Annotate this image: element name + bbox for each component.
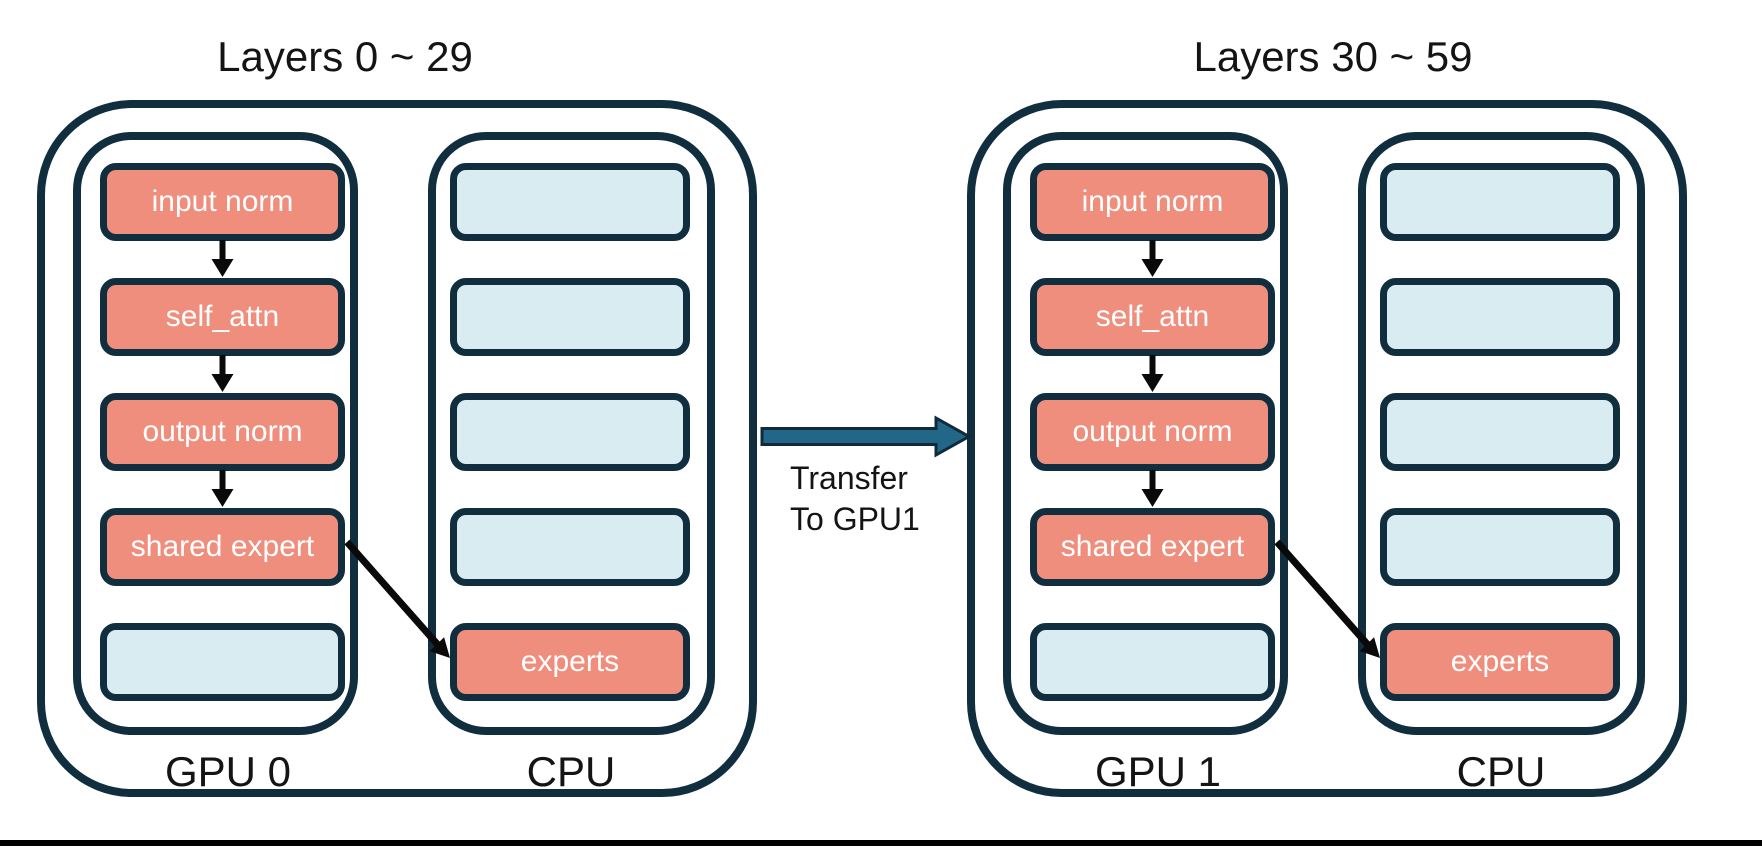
cpu-right-box-empty-3 bbox=[1380, 393, 1620, 471]
transfer-label: Transfer To GPU1 bbox=[790, 460, 920, 537]
cpu-label-right: CPU bbox=[1456, 748, 1546, 795]
gpu0-box-input-norm: input norm bbox=[100, 163, 345, 241]
transfer-arrow bbox=[760, 415, 973, 458]
gpu1-box-shared-expert: shared expert bbox=[1030, 508, 1275, 586]
group-title-right: Layers 30 ~ 59 bbox=[1193, 33, 1473, 80]
cpu-label-left: CPU bbox=[526, 748, 616, 795]
cpu-left-box-empty-1 bbox=[450, 163, 690, 241]
cpu-left-box-empty-4 bbox=[450, 508, 690, 586]
cpu-right-box-experts: experts bbox=[1380, 623, 1620, 701]
cpu-left-box-empty-3 bbox=[450, 393, 690, 471]
gpu0-box-self-attn: self_attn bbox=[100, 278, 345, 356]
cpu-right-box-empty-1 bbox=[1380, 163, 1620, 241]
group-title-left: Layers 0 ~ 29 bbox=[217, 33, 473, 80]
cpu-left-box-experts: experts bbox=[450, 623, 690, 701]
gpu1-box-empty bbox=[1030, 623, 1275, 701]
gpu0-box-output-norm: output norm bbox=[100, 393, 345, 471]
gpu1-box-output-norm: output norm bbox=[1030, 393, 1275, 471]
cpu-right-box-empty-2 bbox=[1380, 278, 1620, 356]
cpu-right-box-empty-4 bbox=[1380, 508, 1620, 586]
window-bottom-edge bbox=[0, 840, 1762, 846]
gpu1-label: GPU 1 bbox=[1094, 748, 1222, 795]
cpu-left-box-empty-2 bbox=[450, 278, 690, 356]
gpu1-box-input-norm: input norm bbox=[1030, 163, 1275, 241]
gpu0-box-shared-expert: shared expert bbox=[100, 508, 345, 586]
gpu0-label: GPU 0 bbox=[164, 748, 292, 795]
gpu1-box-self-attn: self_attn bbox=[1030, 278, 1275, 356]
gpu0-box-empty bbox=[100, 623, 345, 701]
